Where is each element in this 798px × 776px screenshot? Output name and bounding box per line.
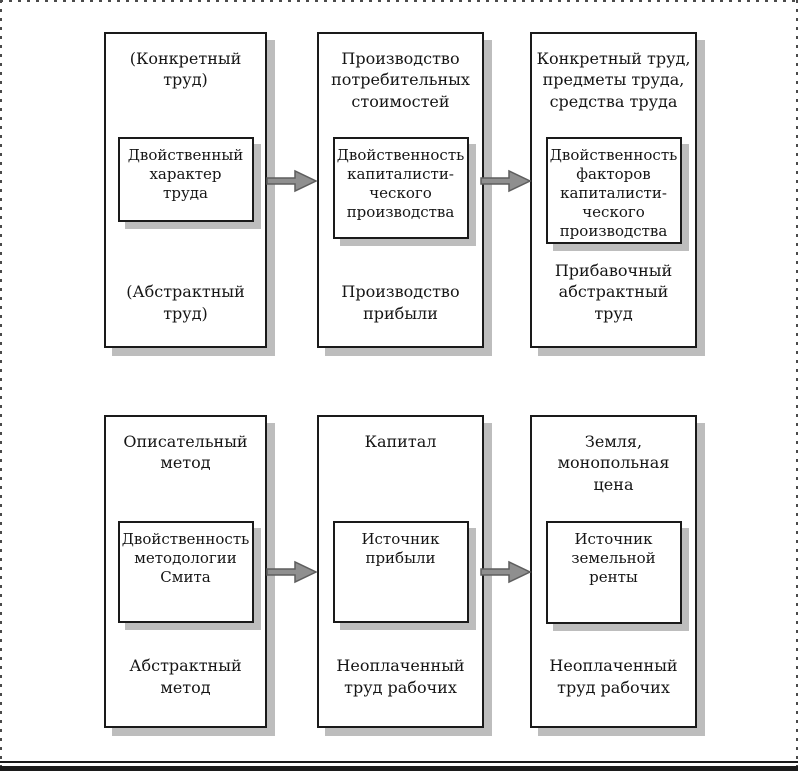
box-bottom-label: (Абстрактный труд): [126, 282, 245, 323]
box-top-label: (Конкретный труд): [129, 49, 242, 90]
arrow-right-icon: [266, 560, 318, 584]
arrow-right-shape: [266, 169, 318, 193]
box-core-label: Источник прибыли: [361, 530, 440, 568]
box-core-label: Двойственность факторов капиталисти- чес…: [549, 146, 678, 241]
flow-box-duality-of-capitalist-production: Производство потребительных стоимостей Д…: [317, 32, 484, 348]
box-bottom-label: Производство прибыли: [341, 282, 460, 323]
flow-box-duality-of-smith-methodology: Описательный метод Двойственность методо…: [104, 415, 267, 728]
arrow-right-shape: [480, 169, 532, 193]
arrow-right-icon: [480, 169, 532, 193]
box-core-concept: Двойственность факторов капиталисти- чес…: [545, 137, 682, 244]
arrow-right-icon: [266, 169, 318, 193]
dotted-border-top: [0, 0, 798, 2]
box-core-label: Двойственность методологии Смита: [121, 530, 250, 587]
box-top-label: Земля, монопольная цена: [557, 432, 670, 494]
box-core-concept: Двойственность методологии Смита: [117, 521, 254, 623]
arrow-right-shape: [480, 560, 532, 584]
flow-box-dual-character-of-labor: (Конкретный труд) Двойственный характер …: [104, 32, 267, 348]
dotted-border-right: [796, 0, 798, 768]
box-top-label: Конкретный труд, предметы труда, средств…: [536, 49, 691, 111]
box-core-concept: Двойственность капиталисти- ческого прои…: [332, 137, 469, 239]
flow-box-source-of-land-rent: Земля, монопольная цена Источник земельн…: [530, 415, 697, 728]
box-core-concept: Источник прибыли: [332, 521, 469, 623]
box-bottom-label: Прибавочный абстрактный труд: [554, 261, 673, 323]
box-core-label: Источник земельной ренты: [571, 530, 656, 587]
footer-rule-thin: [0, 761, 798, 763]
arrow-right-icon: [480, 560, 532, 584]
flow-box-source-of-profit: Капитал Источник прибыли Неоплаченный тр…: [317, 415, 484, 728]
box-top-label: Капитал: [364, 432, 437, 451]
box-core-concept: Двойственный характер труда: [117, 137, 254, 222]
arrow-right-shape: [266, 560, 318, 584]
footer-rule-thick: [0, 766, 798, 771]
box-bottom-label: Абстрактный метод: [129, 656, 242, 697]
box-top-label: Производство потребительных стоимостей: [331, 49, 470, 111]
box-core-label: Двойственный характер труда: [127, 146, 244, 203]
box-core-concept: Источник земельной ренты: [545, 521, 682, 624]
dotted-border-left: [0, 0, 2, 768]
flow-box-duality-of-production-factors: Конкретный труд, предметы труда, средств…: [530, 32, 697, 348]
box-bottom-label: Неоплаченный труд рабочих: [336, 656, 465, 697]
box-top-label: Описательный метод: [123, 432, 248, 473]
box-core-label: Двойственность капиталисти- ческого прои…: [336, 146, 465, 222]
box-bottom-label: Неоплаченный труд рабочих: [549, 656, 678, 697]
